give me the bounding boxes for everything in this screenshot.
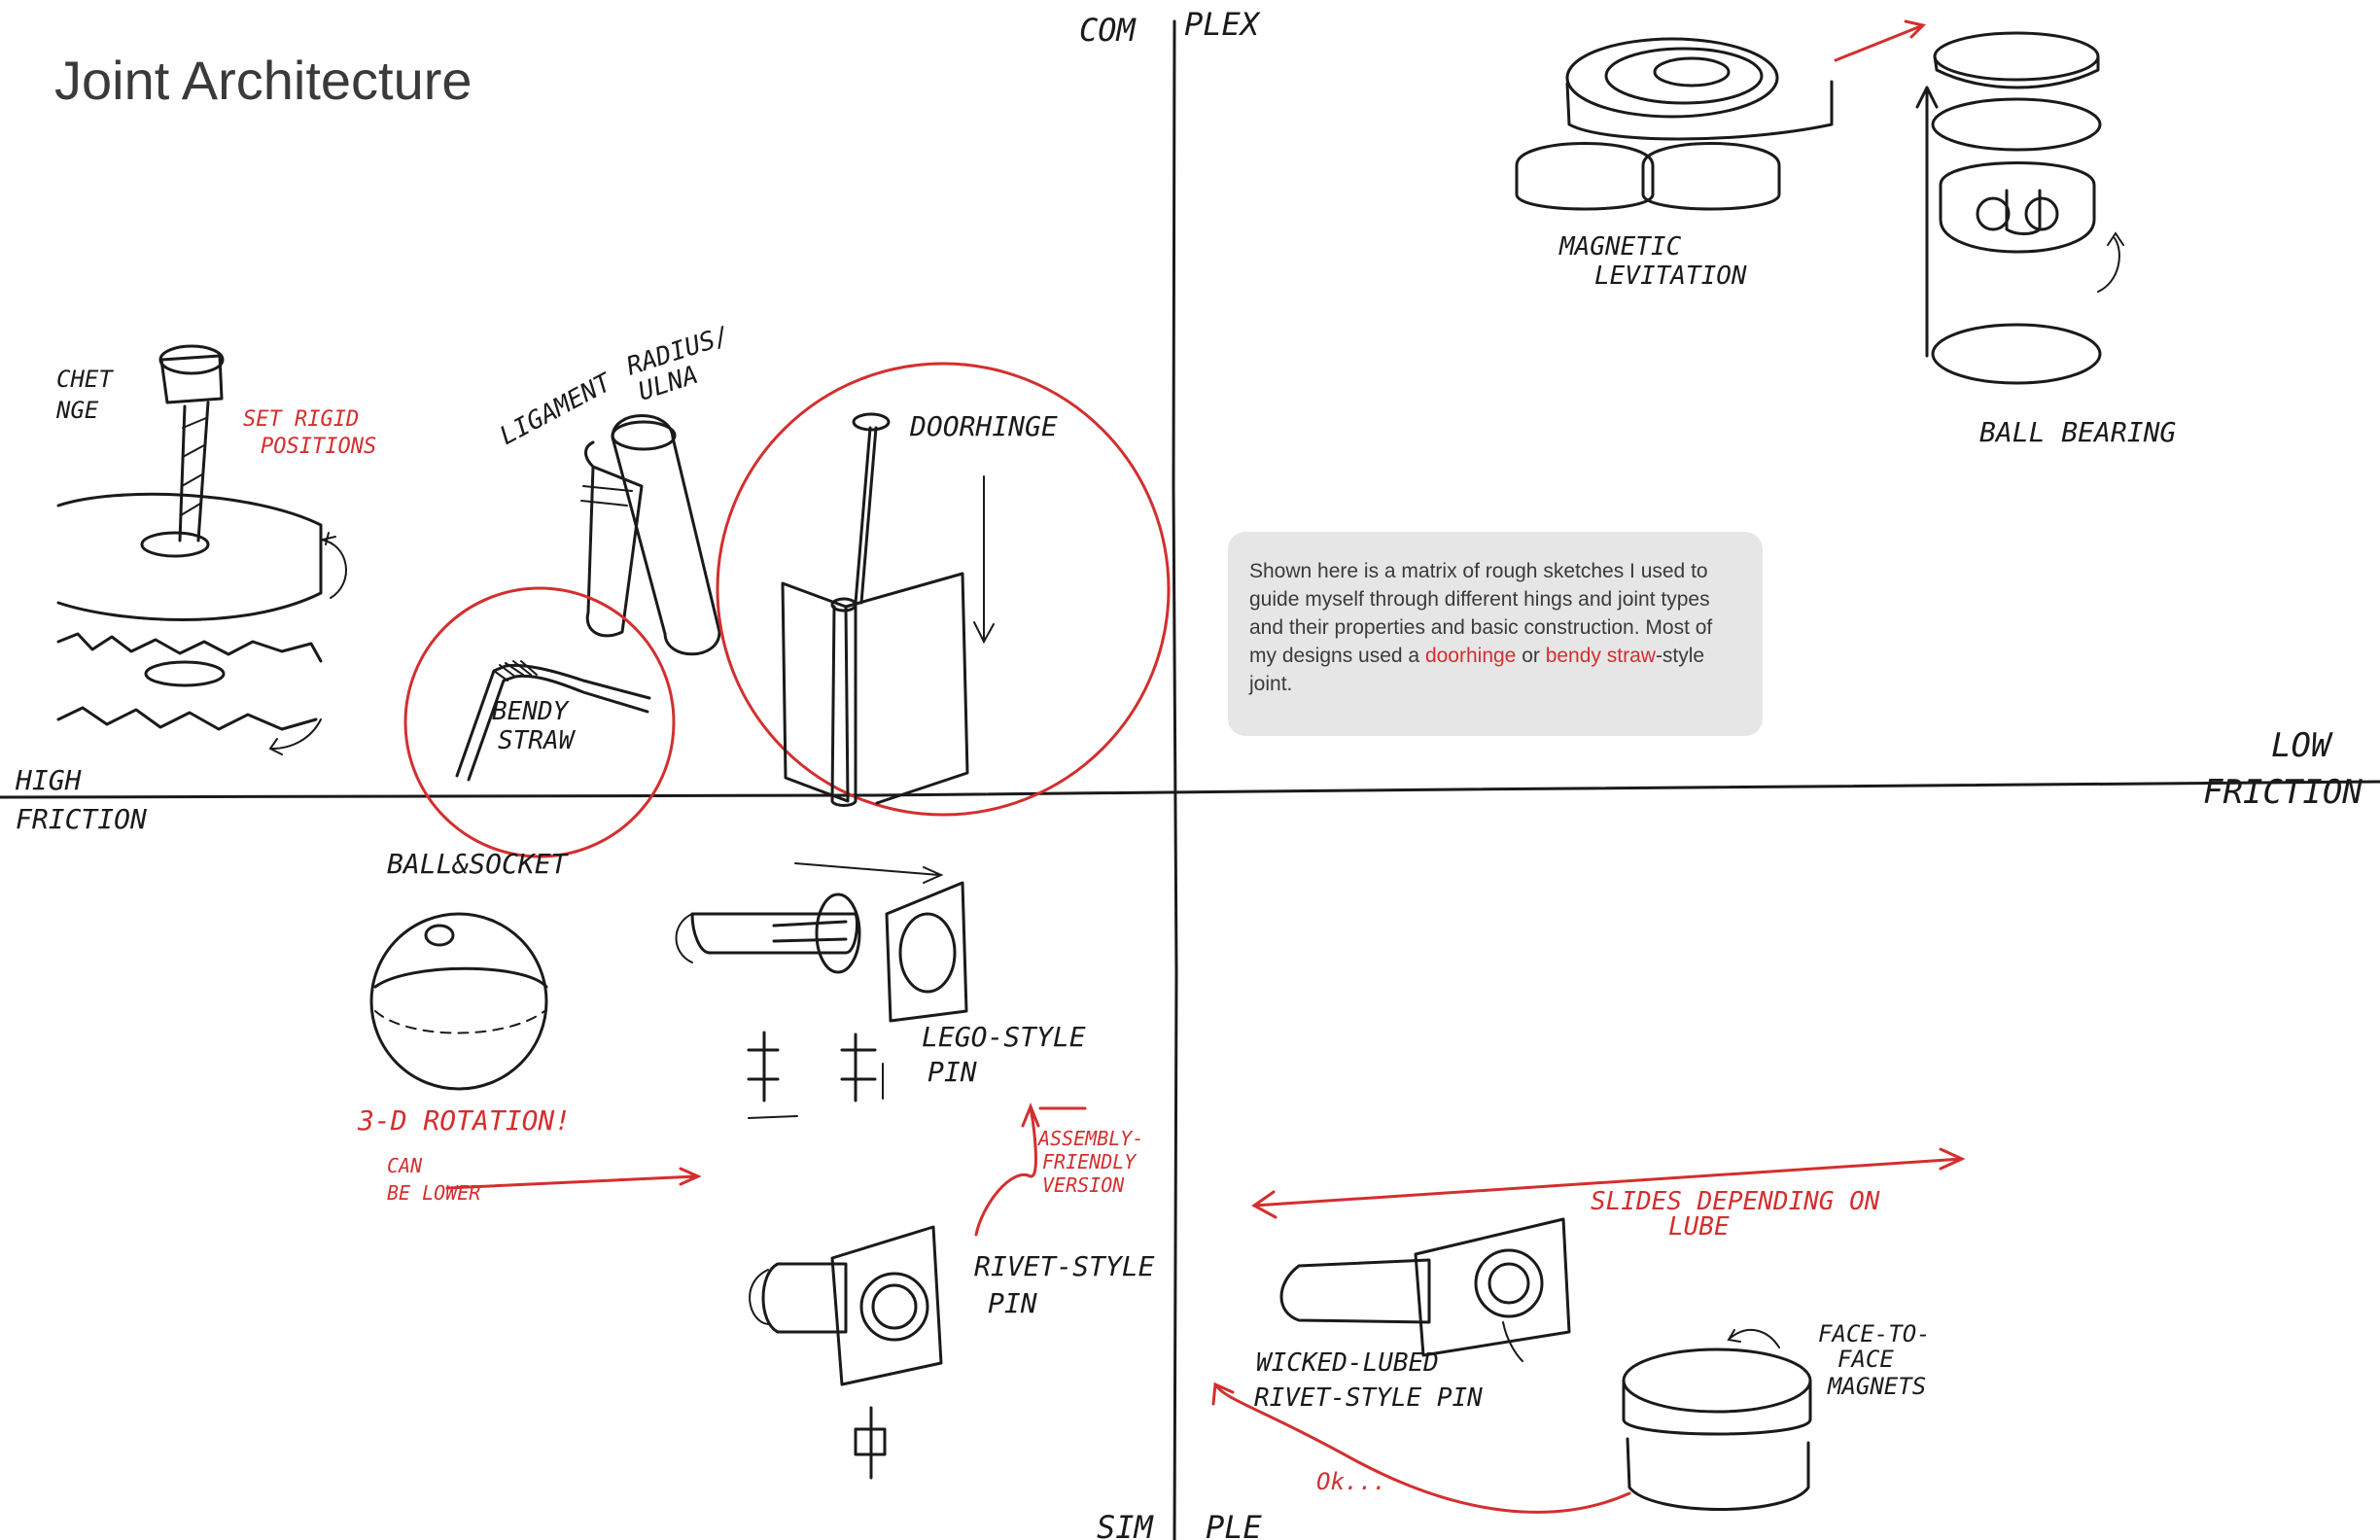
label-rivet: RIVET-STYLE bbox=[974, 1250, 1155, 1282]
label-lego: LEGO-STYLE bbox=[922, 1021, 1086, 1053]
label-doorhinge: DOORHINGE bbox=[909, 410, 1058, 442]
label-set-rigid-2: POSITIONS bbox=[261, 435, 376, 459]
ball-bearing-sketch: BALL BEARING bbox=[1915, 31, 2176, 448]
label-face-to: FACE-TO- bbox=[1818, 1320, 1931, 1348]
lego-pin-sketch: LEGO-STYLE PIN ASSEMBLY- FRIENDLY VERSIO… bbox=[675, 862, 1143, 1237]
radius-ulna-sketch: LIGAMENT RADIUS/ ULNA bbox=[495, 321, 733, 656]
label-levitation: LEVITATION bbox=[1594, 262, 1747, 291]
label-face: FACE bbox=[1838, 1346, 1894, 1373]
lubed-rivet-sketch: SLIDES DEPENDING ON LUBE WICKED-LUBED RI… bbox=[1251, 1147, 1966, 1413]
axis-top-right: PLEX bbox=[1184, 6, 1261, 43]
doorhinge-sketch: DOORHINGE bbox=[716, 362, 1171, 817]
label-lube: LUBE bbox=[1668, 1212, 1730, 1242]
rivet-pin-sketch: RIVET-STYLE PIN bbox=[749, 1225, 1155, 1480]
label-bendy: BENDY bbox=[492, 697, 571, 726]
label-ligament: LIGAMENT bbox=[495, 368, 617, 451]
label-magnets: MAGNETS bbox=[1827, 1373, 1926, 1400]
label-rivet-pin: PIN bbox=[988, 1287, 1037, 1319]
note-bendy-straw-link: bendy straw bbox=[1545, 645, 1656, 667]
page-title: Joint Architecture bbox=[54, 50, 472, 111]
label-version: VERSION bbox=[1042, 1173, 1125, 1197]
label-set-rigid-1: SET RIGID bbox=[243, 407, 359, 432]
description-note: Shown here is a matrix of rough sketches… bbox=[1228, 532, 1763, 736]
matrix-axes bbox=[0, 19, 2380, 1540]
axis-bottom-right: PLE bbox=[1206, 1509, 1263, 1540]
axis-right-2: FRICTION bbox=[2203, 773, 2362, 812]
label-ball-bearing: BALL BEARING bbox=[1979, 416, 2176, 448]
label-ratchet-1: CHET bbox=[56, 366, 114, 393]
label-ball-socket: BALL&SOCKET bbox=[387, 848, 570, 880]
note-mid: or bbox=[1516, 645, 1546, 667]
label-ratchet-2: NGE bbox=[55, 397, 99, 424]
label-assembly: ASSEMBLY- bbox=[1036, 1127, 1143, 1150]
label-straw: STRAW bbox=[498, 726, 577, 755]
ball-socket-sketch: BALL&SOCKET 3-D ROTATION! CAN BE LOWER bbox=[357, 848, 702, 1205]
bendy-straw-sketch: BENDY STRAW bbox=[403, 586, 676, 858]
axis-right-1: LOW bbox=[2271, 726, 2333, 765]
label-wicked-pin: RIVET-STYLE PIN bbox=[1254, 1383, 1483, 1413]
ratchet-hinge-sketch: CHET NGE SET RIGID POSITIONS bbox=[55, 344, 376, 755]
label-can: CAN bbox=[387, 1154, 423, 1177]
label-ok: Ok... bbox=[1316, 1468, 1386, 1495]
label-friendly: FRIENDLY bbox=[1042, 1150, 1138, 1173]
label-lego-pin: PIN bbox=[928, 1056, 977, 1088]
label-wicked: WICKED-LUBED bbox=[1256, 1348, 1439, 1378]
note-doorhinge-link: doorhinge bbox=[1424, 645, 1517, 667]
axis-bottom-left: SIM bbox=[1097, 1509, 1155, 1540]
note-intro: Shown here is a matrix of rough sketches… bbox=[1249, 560, 1713, 667]
note-outro: -style joint. bbox=[1249, 645, 1705, 695]
label-magnetic: MAGNETIC bbox=[1558, 232, 1682, 262]
axis-left-2: FRICTION bbox=[16, 803, 147, 835]
label-slides: SLIDES DEPENDING ON bbox=[1591, 1187, 1880, 1216]
axis-left-1: HIGH bbox=[15, 764, 82, 796]
axis-labels: COM PLEX SIM PLE HIGH FRICTION LOW FRICT… bbox=[15, 6, 2362, 1540]
label-3d-rotation: 3-D ROTATION! bbox=[357, 1104, 571, 1137]
face-magnets-sketch: FACE-TO- FACE MAGNETS Ok... bbox=[1211, 1320, 1931, 1514]
magnetic-levitation-sketch: MAGNETIC LEVITATION bbox=[1515, 19, 1926, 291]
axis-top-left: COM bbox=[1079, 12, 1138, 49]
label-be-lower: BE LOWER bbox=[387, 1181, 480, 1205]
